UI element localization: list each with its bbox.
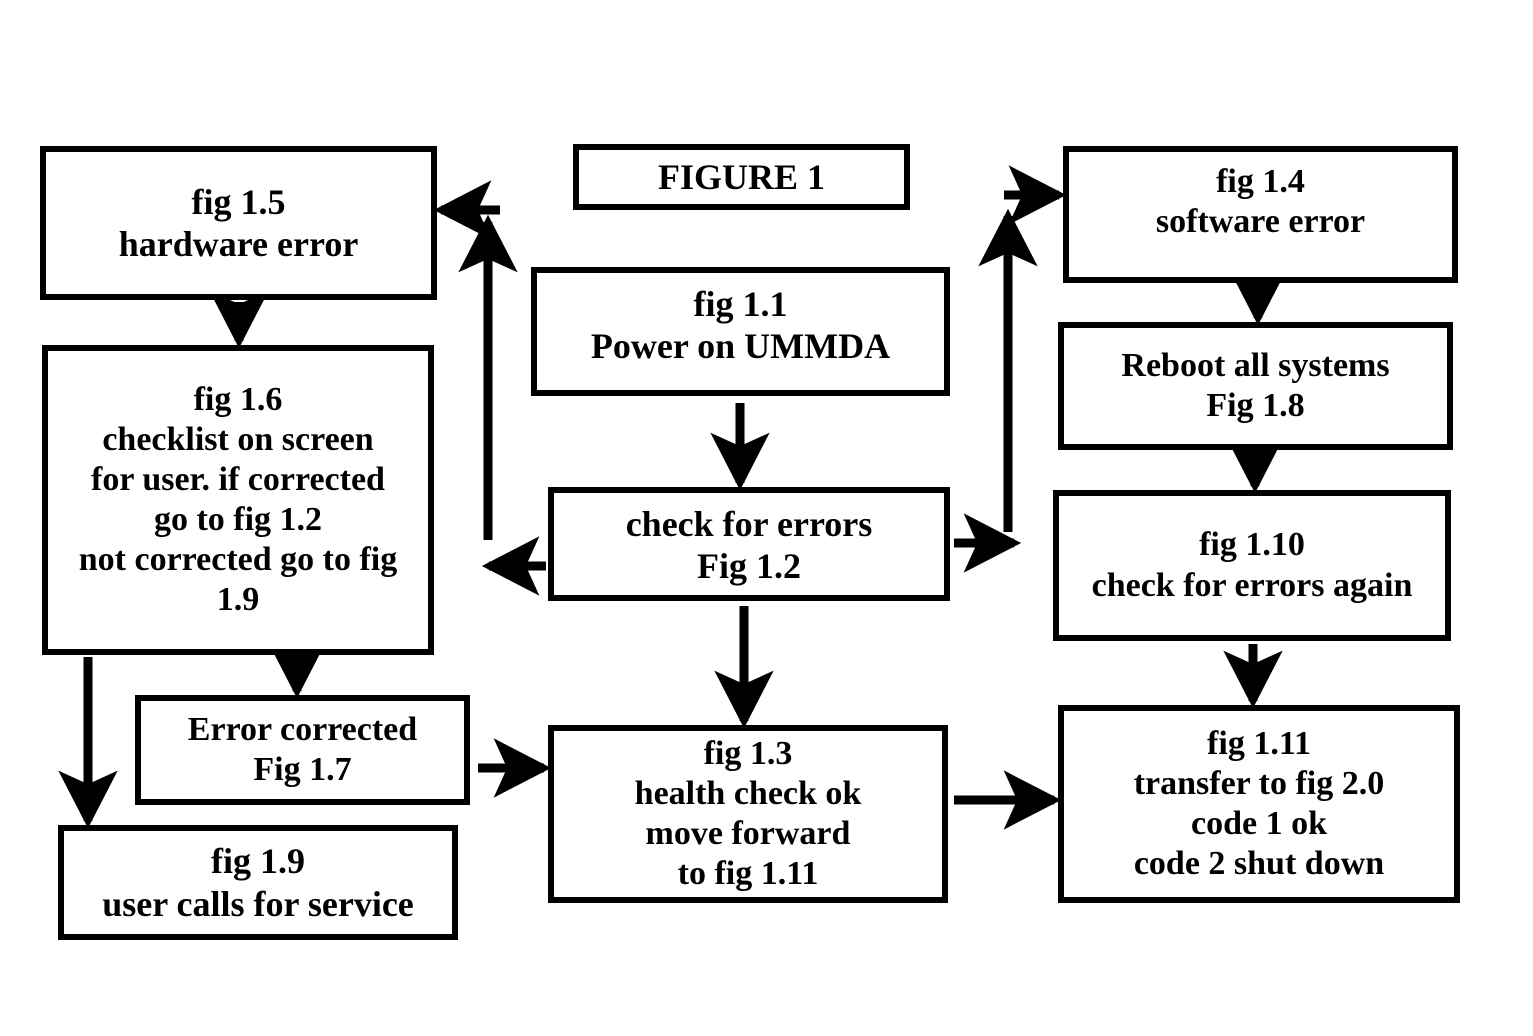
node-fig-1-10-check-for-errors-again: fig 1.10 check for errors again [1053,490,1451,641]
node-fig-1-10-label: fig 1.10 check for errors again [1091,526,1413,604]
node-figure-title: FIGURE 1 [573,144,910,210]
node-fig-1-8-reboot-all-systems: Reboot all systems Fig 1.8 [1058,322,1453,450]
figure-title-label: FIGURE 1 [657,156,825,197]
node-fig-1-9-label: fig 1.9 user calls for service [102,841,414,924]
node-fig-1-11-transfer-to-fig-2: fig 1.11 transfer to fig 2.0 code 1 ok c… [1058,705,1460,903]
node-fig-1-5-hardware-error: fig 1.5 hardware error [40,146,437,300]
node-fig-1-9-user-calls-for-service: fig 1.9 user calls for service [58,825,458,940]
node-fig-1-4-label: fig 1.4 software error [1155,163,1366,241]
node-fig-1-6-label: fig 1.6 checklist on screen for user. if… [78,380,398,619]
node-fig-1-3-label: fig 1.3 health check ok move forward to … [634,734,862,893]
node-fig-1-11-label: fig 1.11 transfer to fig 2.0 code 1 ok c… [1133,724,1385,883]
node-fig-1-1-label: fig 1.1 Power on UMMDA [590,284,891,367]
node-fig-1-7-error-corrected: Error corrected Fig 1.7 [135,695,470,805]
node-fig-1-8-label: Reboot all systems Fig 1.8 [1121,346,1390,424]
node-fig-1-7-label: Error corrected Fig 1.7 [187,710,418,788]
node-fig-1-2-check-for-errors: check for errors Fig 1.2 [548,487,950,601]
node-fig-1-4-software-error: fig 1.4 software error [1063,146,1458,283]
node-fig-1-5-label: fig 1.5 hardware error [118,181,359,264]
node-fig-1-2-label: check for errors Fig 1.2 [625,504,873,587]
node-fig-1-1-power-on-ummda: fig 1.1 Power on UMMDA [531,267,950,396]
node-fig-1-6-checklist: fig 1.6 checklist on screen for user. if… [42,345,434,655]
node-fig-1-3-health-check-ok: fig 1.3 health check ok move forward to … [548,725,948,903]
